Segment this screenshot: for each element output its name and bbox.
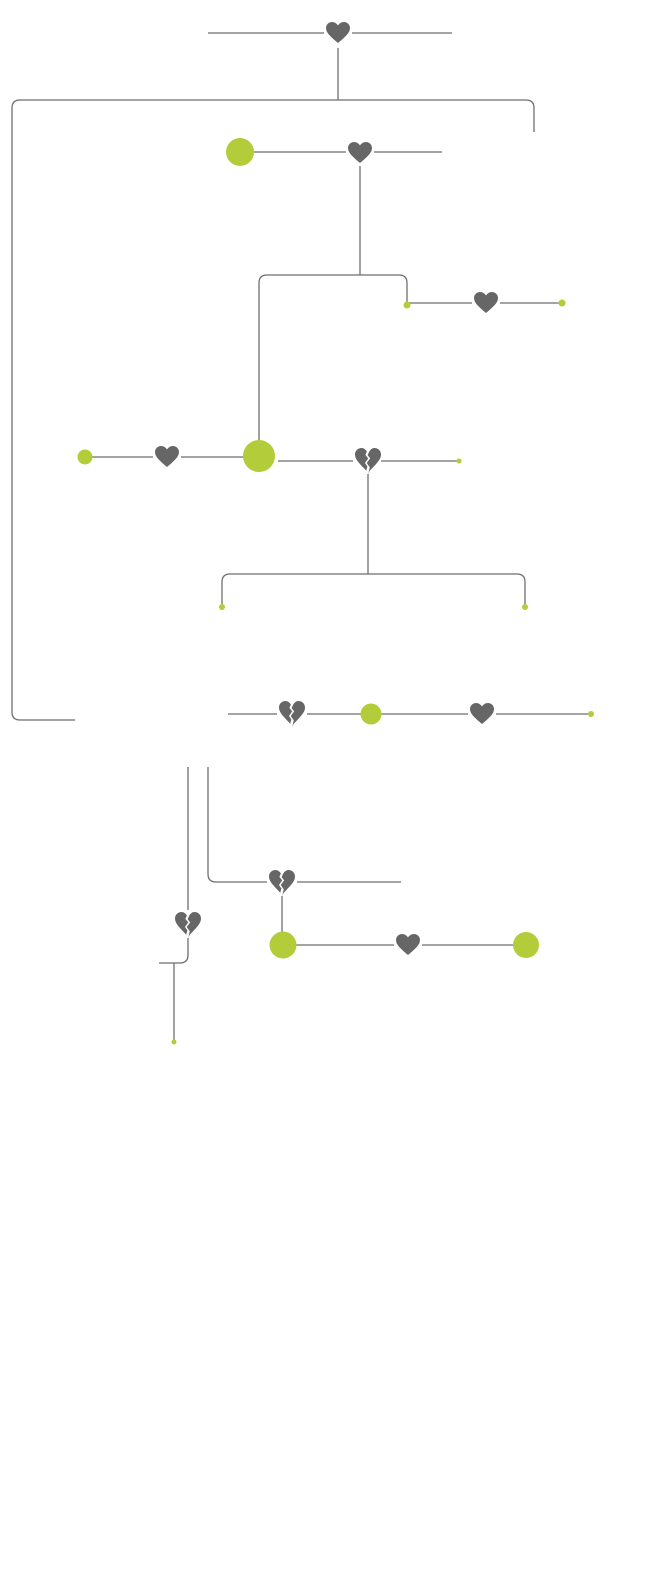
person-nodes [77,138,594,1045]
descent-line [207,767,401,883]
person-node[interactable] [219,604,225,610]
connector-lines [11,32,591,1042]
sibling-bracket [221,573,526,607]
person-node[interactable] [77,449,93,465]
person-node[interactable] [171,1039,177,1045]
person-node[interactable] [243,440,275,472]
person-node[interactable] [588,711,594,717]
person-node[interactable] [558,299,566,307]
person-node[interactable] [513,932,539,958]
person-node[interactable] [403,301,411,309]
relationship-icons [153,20,500,958]
person-node[interactable] [456,458,462,464]
sibling-bracket [11,99,535,721]
sibling-bracket [258,274,408,440]
person-node[interactable] [522,604,528,610]
person-node[interactable] [360,703,382,725]
descent-line [159,938,189,964]
person-node[interactable] [226,138,254,166]
person-node[interactable] [269,931,297,959]
